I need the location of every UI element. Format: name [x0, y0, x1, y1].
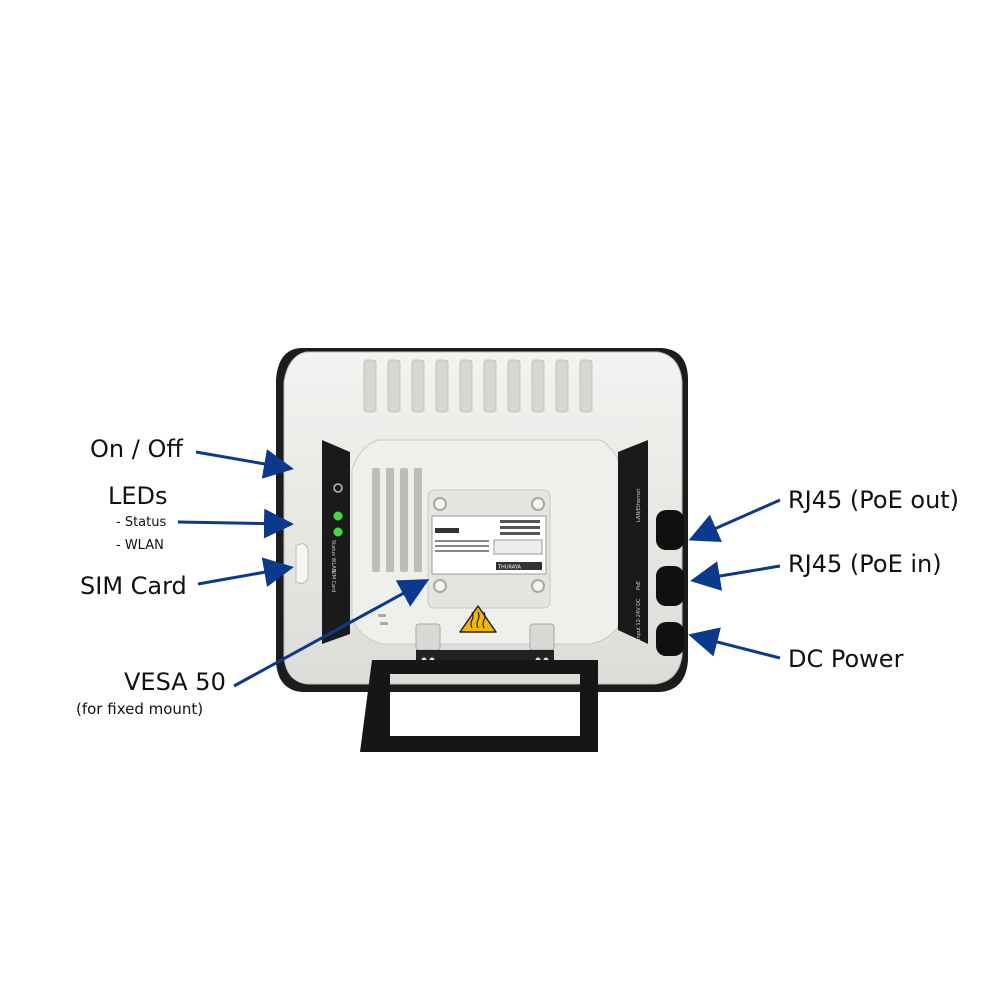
label-vesa: VESA 50 [124, 668, 226, 696]
label-rj45-out: RJ45 (PoE out) [788, 486, 960, 514]
label-led-status: - Status [116, 515, 167, 530]
side-vent-slots [372, 468, 422, 572]
stand-hinges [415, 623, 555, 663]
bottom-vent-marks [378, 614, 388, 625]
label-led-wlan: - WLAN [116, 538, 164, 553]
dc-panel-label: Input 12-24V DC [636, 598, 642, 640]
label-on-off: On / Off [90, 435, 183, 463]
hot-surface-warning-icon [459, 605, 497, 633]
label-leds: LEDs [108, 482, 168, 510]
poe-panel-label: PoE [636, 581, 642, 590]
label-sim-card: SIM Card [80, 572, 187, 600]
brand-label: THURAYA [497, 565, 521, 571]
kickstand[interactable] [360, 660, 598, 752]
arrow-dc-power [688, 627, 781, 660]
label-rj45-in: RJ45 (PoE in) [788, 550, 942, 578]
arrow-sim-card [197, 557, 294, 587]
label-dc-power: DC Power [788, 645, 904, 673]
sim-panel-label: SIM Card [330, 570, 336, 592]
arrow-rj45-in [690, 561, 781, 591]
heat-sink-fins [363, 359, 593, 413]
left-panel-label: Status WLAN [330, 540, 336, 573]
vesa-screw-holes [433, 497, 545, 593]
power-button[interactable] [333, 483, 343, 493]
left-side-panel: Status WLAN SIM Card [322, 440, 350, 644]
arrow-on-off [195, 449, 294, 479]
right-panel-label: LAN/Ethernet [636, 489, 642, 522]
arrow-leds [177, 508, 294, 539]
callout-arrows [177, 449, 781, 688]
rj45-poe-out-port[interactable] [656, 510, 684, 550]
arrow-rj45-out [688, 498, 781, 543]
arrow-vesa [233, 579, 430, 688]
label-vesa-note: (for fixed mount) [76, 700, 204, 718]
sim-card-slot[interactable] [295, 543, 309, 584]
product-label: THURAYA [431, 515, 547, 575]
status-led [333, 511, 343, 521]
dc-power-port[interactable] [656, 622, 684, 656]
right-side-panel: LAN/Ethernet PoE Input 12-24V DC [618, 440, 648, 644]
wlan-led [333, 527, 343, 537]
rj45-poe-in-port[interactable] [656, 566, 684, 606]
